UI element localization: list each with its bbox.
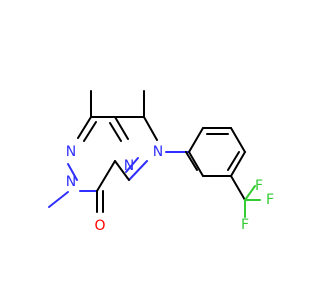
bond-c-f1 xyxy=(244,185,256,201)
bond-ph5-cf3 xyxy=(230,175,246,201)
bond-ph4-ph5 xyxy=(230,151,246,177)
bond-ph3-ph4 xyxy=(230,127,246,153)
atom-f1: F xyxy=(255,178,263,194)
trifluoromethyl-group xyxy=(230,175,261,218)
bond-c3a-c7a xyxy=(114,116,129,140)
carbonyl-group xyxy=(96,190,104,213)
bond-c7-c7a xyxy=(96,160,116,192)
atom-n5: N xyxy=(66,144,76,160)
bond-ph1-ph2 xyxy=(188,127,204,153)
pyridazinone-ring xyxy=(67,116,129,192)
atom-f2: F xyxy=(266,192,274,208)
molecule-canvas: N N N N O F F F xyxy=(48,90,275,234)
bond-ph6-ph1 xyxy=(188,151,204,177)
atom-n2: N xyxy=(153,144,163,160)
bond-c4-n5 xyxy=(77,116,92,139)
bond-c3-n2 xyxy=(143,116,158,141)
atom-labels: N N N N O F F F xyxy=(66,144,274,234)
molecule-structure: N N N N O F F F xyxy=(48,90,274,234)
methyl-n6 xyxy=(48,191,69,208)
bond-ph6-ph1-inner xyxy=(185,151,198,171)
bond-n2-n1 xyxy=(128,160,148,181)
bond-n2-n1-double xyxy=(125,157,139,173)
bond-c4-n5-double xyxy=(83,121,97,142)
atom-f3: F xyxy=(241,217,249,233)
atom-n6: N xyxy=(66,174,76,190)
atom-n1: N xyxy=(124,158,134,174)
methyl-groups xyxy=(48,90,145,208)
bond-n1-c7a xyxy=(114,160,130,181)
atom-o: O xyxy=(94,218,105,234)
pyrazole-ring xyxy=(114,116,158,181)
phenyl-ring xyxy=(165,127,246,177)
bond-n5-n6 xyxy=(67,163,78,181)
bond-ph4-ph5-inner xyxy=(227,151,240,171)
bond-c3a-c7a-inner xyxy=(109,122,122,142)
